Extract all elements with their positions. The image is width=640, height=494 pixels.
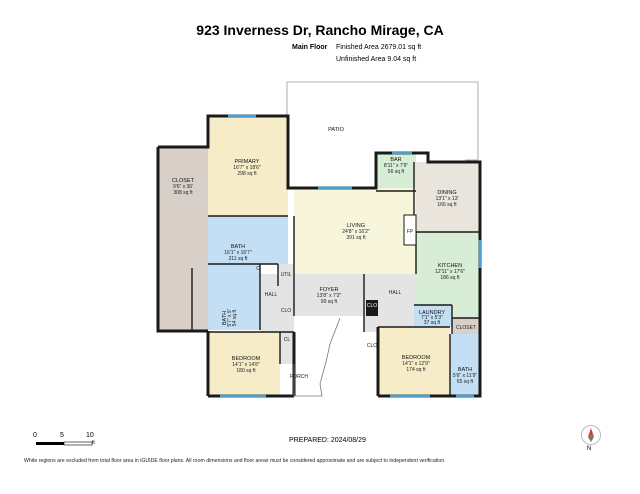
area-bar: 56 sq ft — [388, 169, 405, 175]
scale-ten: 10 — [86, 432, 94, 439]
foyer-room — [294, 274, 364, 316]
closet-lower-room — [192, 268, 208, 331]
dining-room — [414, 162, 480, 232]
area-bedroom-right: 174 sq ft — [406, 367, 426, 373]
floor-name: Main Floor — [292, 44, 328, 51]
interior-walls — [191, 162, 480, 396]
label-fp: FP — [407, 229, 414, 235]
label-patio: PATIO — [328, 127, 344, 133]
label-closet-big: CLOSET — [172, 178, 195, 184]
label-bath-right: BATH — [458, 367, 472, 373]
area-bedroom-left: 180 sq ft — [236, 368, 256, 374]
dims-laundry: 7'1" x 5'3" — [421, 315, 443, 321]
area-dining: 166 sq ft — [437, 202, 457, 208]
label-bath-small: BATH — [222, 311, 228, 325]
compass-icon — [581, 425, 601, 445]
patio-outline — [286, 81, 479, 161]
dims-bedroom-left: 14'1" x 14'8" — [232, 362, 260, 368]
label-bedroom-right: BEDROOM — [402, 355, 431, 361]
primary-room — [208, 116, 288, 216]
area-primary: 298 sq ft — [237, 171, 257, 177]
dims-bedroom-right: 14'1" x 12'9" — [402, 361, 430, 367]
area-bath-small: 54 sq ft — [232, 309, 238, 326]
label-porch: PORCH — [290, 374, 308, 380]
label-cl: CL — [284, 337, 291, 343]
area-foyer: 99 sq ft — [321, 299, 338, 305]
area-living: 391 sq ft — [346, 235, 366, 241]
area-laundry: 37 sq ft — [424, 320, 441, 326]
finished-area: Finished Area 2679.01 sq ft — [336, 44, 422, 51]
bath-right-room — [450, 334, 480, 396]
dims-foyer: 13'8" x 7'2" — [317, 293, 342, 299]
label-bedroom-left: BEDROOM — [232, 356, 261, 362]
dims-primary: 16'7" x 18'6" — [233, 165, 261, 171]
label-foyer: FOYER — [320, 287, 339, 293]
area-bath-right: 65 sq ft — [457, 379, 474, 385]
label-laundry: LAUNDRY — [419, 310, 446, 316]
scale-five: 5 — [60, 432, 64, 439]
clo-black-room — [366, 300, 378, 316]
area-bath-primary: 211 sq ft — [229, 256, 248, 262]
label-bath-primary: BATH — [231, 244, 245, 250]
label-primary: PRIMARY — [235, 159, 260, 165]
dims-bath-right: 5'6" x 11'9" — [453, 373, 477, 379]
label-bar: BAR — [390, 157, 401, 163]
bath-primary-room — [208, 216, 288, 264]
kitchen-room — [416, 232, 480, 318]
bedroom-left-room — [208, 332, 280, 396]
closet-small-room — [452, 318, 480, 334]
dims-bath-small: 5'7" x 9' — [227, 309, 233, 326]
hall-left-room — [260, 274, 294, 334]
prepared-date: PREPARED: 2024/08/29 — [289, 437, 366, 444]
label-dining: DINING — [437, 190, 456, 196]
laundry-room — [414, 305, 452, 327]
label-kitchen: KITCHEN — [438, 263, 462, 269]
fireplace — [403, 214, 417, 246]
compass-label: N — [587, 446, 592, 452]
bar-room — [376, 153, 416, 191]
scale-unit: ft — [92, 440, 95, 446]
label-hall-right: HALL — [389, 290, 402, 296]
label-util: UTIL — [281, 272, 292, 278]
label-hall-left: HALL — [265, 292, 278, 298]
bedroom-right-room — [378, 327, 450, 396]
scale-zero: 0 — [33, 432, 37, 439]
page-title: 923 Inverness Dr, Rancho Mirage, CA — [196, 22, 444, 38]
label-closet-small: CLOSET — [456, 325, 476, 331]
dims-bar: 8'11" x 7'9" — [384, 163, 408, 169]
label-clo-c: CLO — [367, 343, 377, 349]
dims-dining: 13'1" x 13' — [436, 196, 459, 202]
scale-bar — [36, 441, 93, 446]
porch-outline — [293, 317, 341, 397]
dims-bath-primary: 16'1" x 16'7" — [224, 250, 252, 256]
area-kitchen: 186 sq ft — [440, 275, 460, 281]
label-clo-b: CLO — [367, 303, 377, 309]
disclaimer: White regions are excluded from total fl… — [24, 458, 446, 464]
cl-room — [280, 332, 294, 364]
bath-left-room — [208, 264, 260, 330]
dims-living: 24'8" x 16'2" — [342, 229, 370, 235]
label-c: C — [256, 266, 260, 272]
dims-closet-big: 9'6" x 36' — [173, 184, 193, 190]
windows — [220, 114, 482, 398]
unfinished-area: Unfinished Area 9.04 sq ft — [336, 56, 417, 63]
dims-kitchen: 12'11" x 17'6" — [435, 269, 465, 275]
living-room — [294, 188, 416, 274]
label-living: LIVING — [347, 223, 365, 229]
area-closet-big: 308 sq ft — [173, 190, 193, 196]
label-clo-a: CLO — [281, 308, 291, 314]
